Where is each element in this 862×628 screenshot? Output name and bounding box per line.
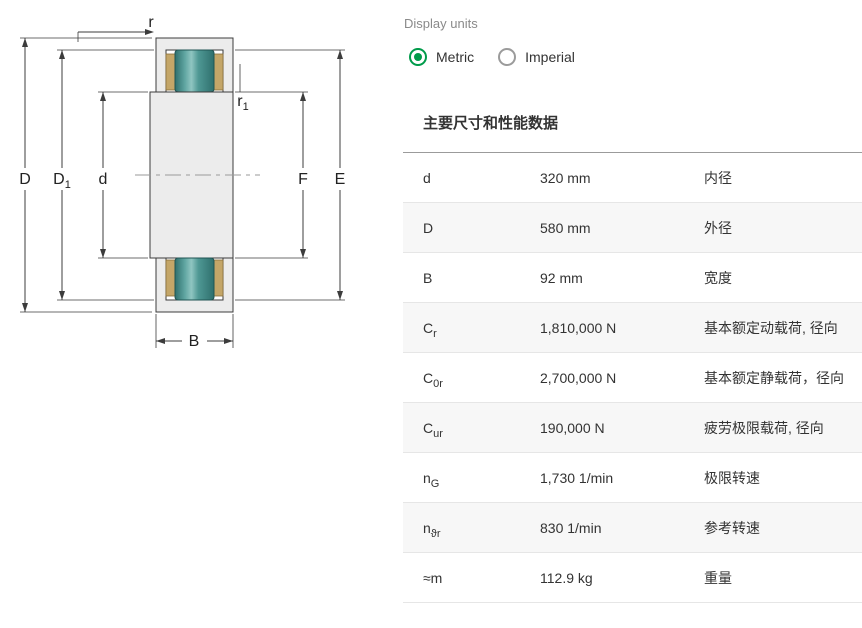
row-value: 2,700,000 N	[540, 369, 617, 386]
row-value: 1,810,000 N	[540, 319, 617, 336]
inner-ring	[149, 91, 234, 259]
label-B: B	[189, 333, 200, 350]
table-row: nϑr 830 1/min 参考转速	[403, 503, 862, 553]
row-symbol: D	[423, 219, 434, 236]
label-r1: r1	[237, 93, 248, 113]
table-row: nG 1,730 1/min 极限转速	[403, 453, 862, 503]
cage-bar	[165, 53, 176, 91]
row-desc: 宽度	[704, 269, 732, 286]
row-desc: 参考转速	[704, 519, 760, 536]
radio-selected-icon[interactable]	[409, 48, 427, 66]
radio-metric[interactable]: Metric	[409, 48, 474, 66]
row-desc: 基本额定动载荷, 径向	[704, 319, 838, 336]
data-panel: Display units Metric Imperial 主要尺寸和性能数据 …	[403, 0, 862, 628]
cage-bar	[213, 53, 224, 91]
row-symbol: ≈m	[423, 569, 443, 586]
table-row: ≈m 112.9 kg 重量	[403, 553, 862, 603]
row-desc: 外径	[704, 219, 732, 236]
row-symbol: C0r	[423, 369, 443, 390]
row-symbol: Cur	[423, 419, 443, 440]
dimension-arrows	[22, 29, 343, 344]
section-title: 主要尺寸和性能数据	[423, 115, 559, 132]
row-symbol: nG	[423, 469, 440, 490]
row-value: 92 mm	[540, 269, 583, 286]
label-d: d	[99, 171, 108, 188]
row-desc: 内径	[704, 169, 732, 186]
row-value: 580 mm	[540, 219, 591, 236]
label-D1: D1	[53, 171, 71, 191]
cage-bar	[213, 259, 224, 297]
row-desc: 疲劳极限载荷, 径向	[704, 419, 824, 436]
row-symbol: B	[423, 269, 433, 286]
roller-top	[174, 49, 215, 93]
table-row: d 320 mm 内径	[403, 153, 862, 203]
label-D: D	[19, 171, 31, 188]
row-value: 190,000 N	[540, 419, 605, 436]
dimensions-table: d 320 mm 内径 D 580 mm 外径 B 92 mm 宽度 Cr 1,…	[403, 152, 862, 603]
row-desc: 极限转速	[704, 469, 760, 486]
display-units-label: Display units	[404, 16, 478, 31]
row-value: 1,730 1/min	[540, 469, 614, 486]
table-row: D 580 mm 外径	[403, 203, 862, 253]
table-row: Cur 190,000 N 疲劳极限载荷, 径向	[403, 403, 862, 453]
row-value: 320 mm	[540, 169, 591, 186]
table-row: Cr 1,810,000 N 基本额定动载荷, 径向	[403, 303, 862, 353]
dimension-labels: r r1 D D1 d F E B	[19, 14, 345, 350]
radio-unselected-icon[interactable]	[498, 48, 517, 66]
extension-lines	[20, 32, 345, 348]
label-E: E	[335, 171, 346, 188]
radio-imperial-label: Imperial	[525, 49, 575, 65]
row-symbol: nϑr	[423, 519, 441, 540]
table-row: C0r 2,700,000 N 基本额定静载荷，径向	[403, 353, 862, 403]
radio-metric-label: Metric	[436, 49, 475, 65]
roller-bottom	[174, 257, 215, 301]
radio-imperial[interactable]: Imperial	[498, 48, 575, 66]
units-radio-group: Metric Imperial	[409, 48, 575, 66]
row-symbol: d	[423, 169, 431, 186]
bearing-cross-section-drawing: r r1 D D1 d F E B	[19, 14, 345, 350]
row-desc: 基本额定静载荷，径向	[704, 369, 844, 386]
row-desc: 重量	[704, 569, 732, 586]
cage-bar	[165, 259, 176, 297]
label-F: F	[298, 171, 308, 188]
table-row: B 92 mm 宽度	[403, 253, 862, 303]
label-r: r	[148, 14, 154, 31]
row-value: 830 1/min	[540, 519, 602, 536]
dimension-lines	[24, 31, 341, 342]
row-symbol: Cr	[423, 319, 437, 340]
row-value: 112.9 kg	[540, 569, 593, 586]
